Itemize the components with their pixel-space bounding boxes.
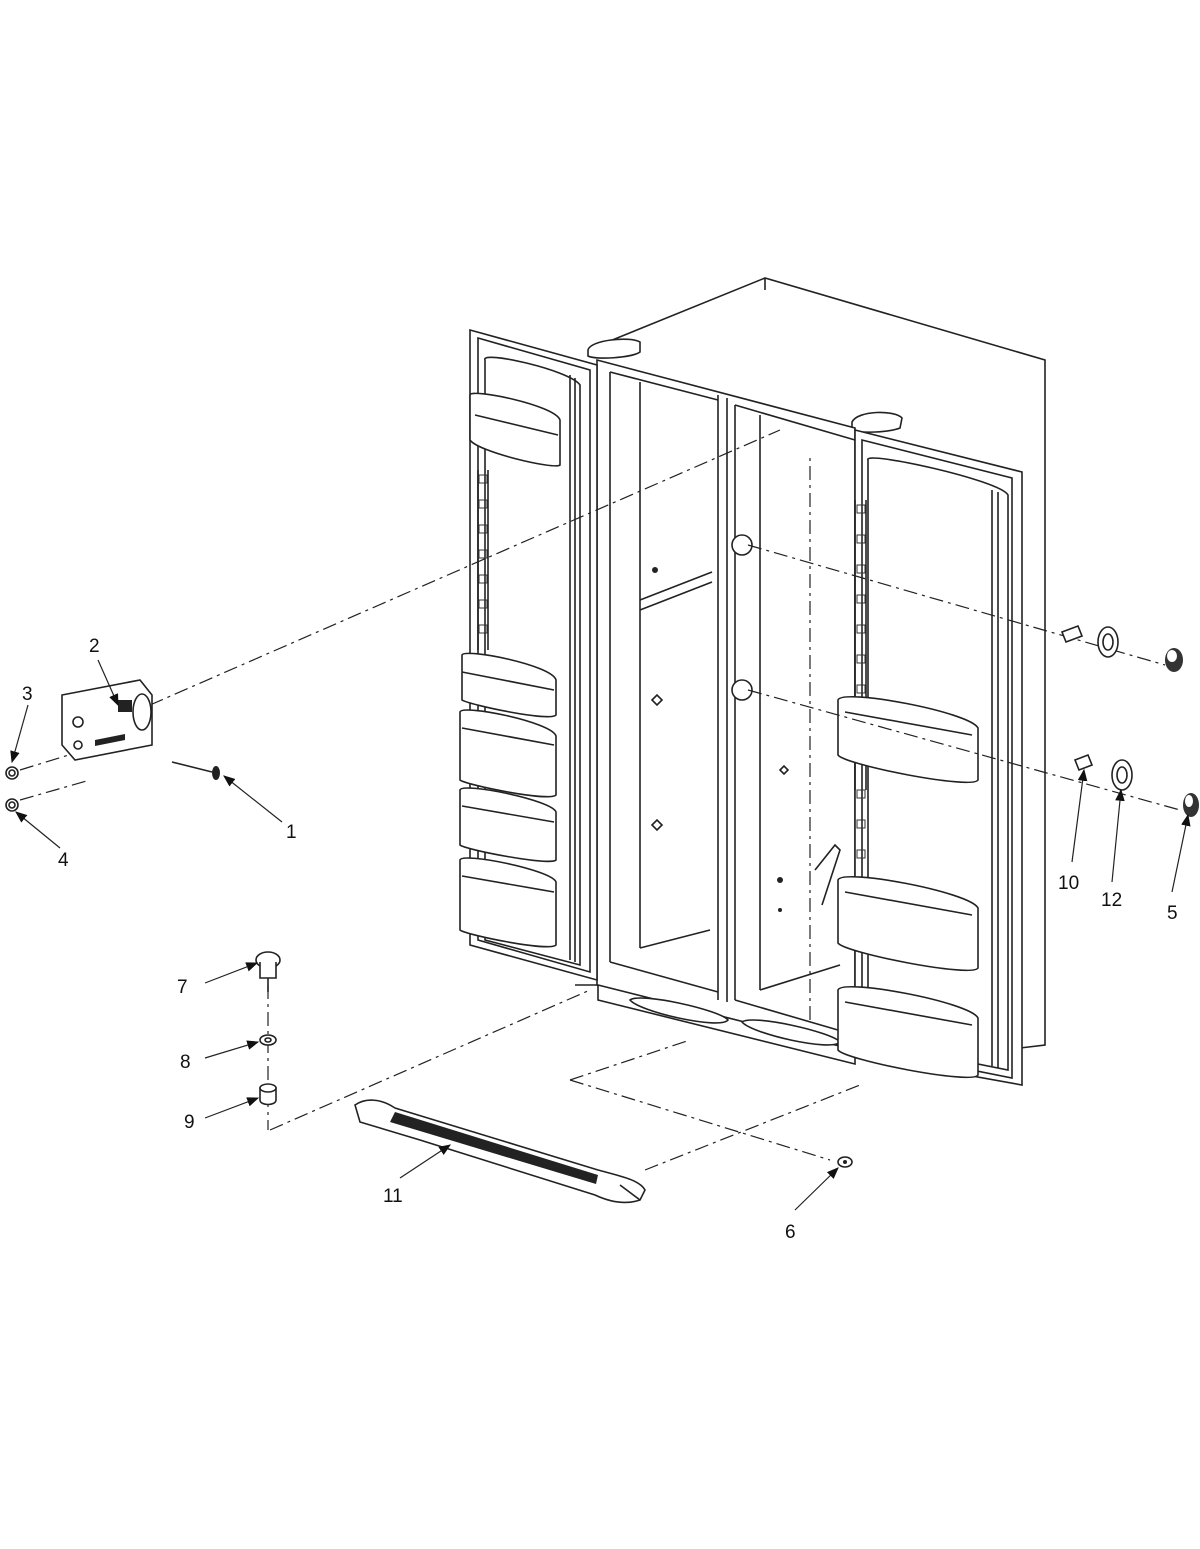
callout-6: 6	[785, 1222, 796, 1243]
callout-4: 4	[58, 850, 69, 871]
callout-9: 9	[184, 1112, 195, 1133]
freezer-door	[459, 328, 598, 982]
part-1-screw	[171, 761, 220, 780]
assembly-lines	[19, 429, 1181, 1171]
part-3-nut	[5, 766, 19, 780]
part-8-washer	[259, 1034, 277, 1046]
part-6-screw	[837, 1156, 853, 1168]
part-9-spacer	[259, 1083, 277, 1106]
part-7-hinge-pin	[255, 951, 281, 992]
part-4-nut	[5, 798, 19, 812]
callout-labels: 1 2 3 4 5 6 7 8 9 10 11 12	[22, 636, 1178, 1243]
part-10-hinge-clip	[1073, 753, 1094, 772]
callout-8: 8	[180, 1052, 191, 1073]
callout-5: 5	[1167, 903, 1178, 924]
callout-2: 2	[89, 636, 100, 657]
callout-11: 11	[383, 1186, 403, 1207]
part-2-hinge-bracket	[61, 679, 153, 761]
callout-1: 1	[286, 822, 297, 843]
upper-hinge-hardware	[1060, 624, 1183, 672]
part-11-handle	[354, 1099, 646, 1204]
part-12-hinge-cover	[1111, 759, 1133, 791]
callout-7: 7	[177, 977, 188, 998]
callout-12: 12	[1101, 890, 1122, 911]
fresh-food-door	[837, 428, 1023, 1086]
callout-10: 10	[1058, 873, 1079, 894]
callout-leaders	[10, 659, 1191, 1211]
part-5-cap	[1183, 793, 1199, 817]
callout-3: 3	[22, 684, 33, 705]
